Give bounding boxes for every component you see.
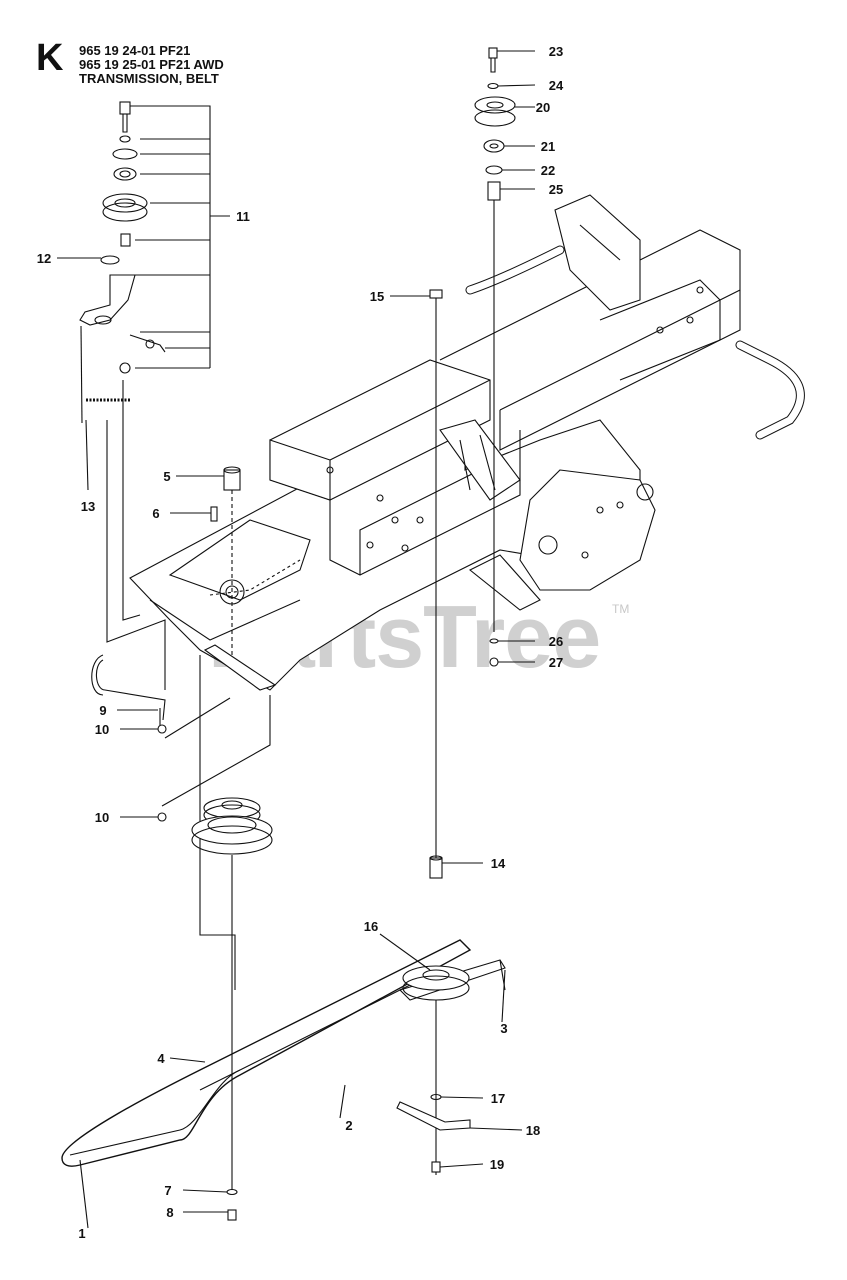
callout-13: 13 (81, 499, 95, 514)
callout-20: 20 (536, 100, 550, 115)
callout-3: 3 (500, 1021, 507, 1036)
callout-10-lower: 10 (95, 810, 109, 825)
callout-23: 23 (549, 44, 563, 59)
callout-leaders (57, 50, 536, 1229)
callout-26: 26 (549, 634, 563, 649)
drive-pulley-4 (191, 797, 273, 1221)
callout-19: 19 (490, 1157, 504, 1172)
callout-12: 12 (37, 251, 51, 266)
callout-22: 22 (541, 163, 555, 178)
right-idler-stack (474, 47, 516, 667)
callout-10-upper: 10 (95, 722, 109, 737)
model-line-2: 965 19 25-01 PF21 AWD (79, 57, 224, 72)
diagram-subtitle: TRANSMISSION, BELT (79, 71, 219, 86)
callout-4: 4 (157, 1051, 165, 1066)
callout-7: 7 (164, 1183, 171, 1198)
assembly-leaders (106, 380, 236, 990)
chassis-frame (129, 194, 805, 691)
callout-2: 2 (345, 1118, 352, 1133)
idler-arm-assembly (79, 101, 166, 424)
callout-5: 5 (163, 469, 170, 484)
section-letter: K (36, 37, 64, 79)
callout-15: 15 (370, 289, 384, 304)
callout-27: 27 (549, 655, 563, 670)
tension-rod (91, 654, 271, 822)
callout-11: 11 (236, 209, 250, 224)
callout-11-bracket (125, 105, 230, 369)
spindle-15-14 (429, 289, 443, 879)
callout-1: 1 (78, 1226, 85, 1241)
model-line-1: 965 19 24-01 PF21 (79, 43, 191, 58)
callout-8: 8 (166, 1205, 173, 1220)
callout-18: 18 (526, 1123, 540, 1138)
callout-labels: 1 2 3 4 5 6 7 8 9 10 10 11 12 13 14 15 1… (37, 44, 564, 1241)
idler-pulley-16 (402, 965, 470, 1175)
callout-24: 24 (549, 78, 564, 93)
callout-25: 25 (549, 182, 563, 197)
callout-6: 6 (152, 506, 159, 521)
callout-21: 21 (541, 139, 555, 154)
callout-17: 17 (491, 1091, 505, 1106)
callout-14: 14 (491, 856, 506, 871)
callout-16: 16 (364, 919, 378, 934)
belt-guide-18 (396, 1093, 471, 1173)
drive-belt (61, 939, 506, 1167)
callout-9: 9 (99, 703, 106, 718)
spacer-and-pin (210, 466, 241, 655)
watermark-trademark: TM (612, 602, 630, 616)
